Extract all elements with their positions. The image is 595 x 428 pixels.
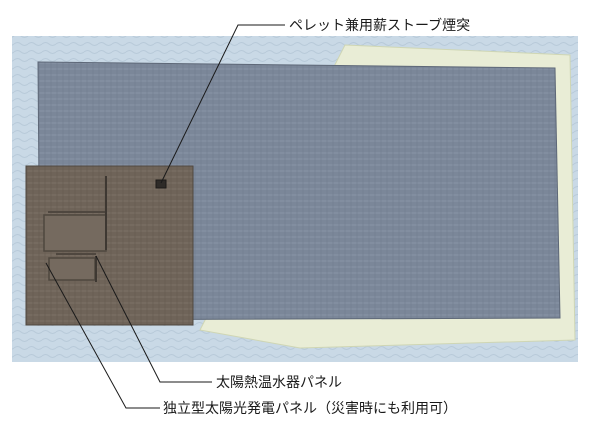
leader-lines	[45, 24, 285, 409]
model-photo	[12, 36, 578, 362]
chimney	[155, 179, 167, 189]
label-solar-water-heater: 太陽熱温水器パネル	[216, 375, 342, 391]
pv-panel	[48, 257, 96, 281]
leader-pv-panel	[45, 262, 160, 409]
label-chimney: ペレット兼用薪ストーブ煙突	[289, 17, 470, 34]
solar-water-heater-panel	[43, 214, 107, 252]
label-pv-panel: 独立型太陽光発電パネル（災害時にも利用可）	[163, 401, 457, 417]
leader-solar-water-heater	[95, 255, 212, 383]
leader-chimney	[160, 24, 285, 184]
lower-roof-block	[25, 165, 194, 326]
